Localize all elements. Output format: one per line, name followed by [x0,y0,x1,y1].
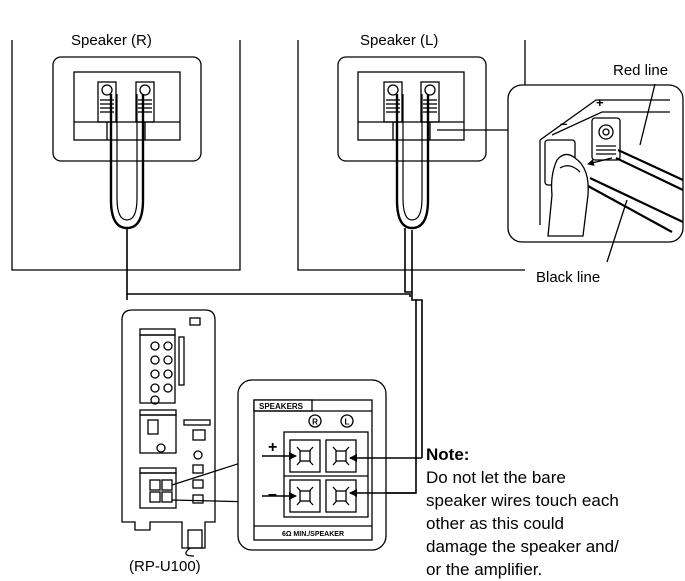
note-title: Note: [426,445,470,464]
note-line: Do not let the bare [426,468,566,487]
speaker-right [11,40,241,271]
note-line: speaker wires touch each [426,491,619,510]
panel-arrows [262,452,422,500]
note-line: damage the speaker and/ [426,537,619,556]
note-line: other as this could [426,514,564,533]
plus-mark: + [268,439,277,456]
speakers-panel [237,379,387,551]
black-line-leader [606,199,628,263]
speaker-left-label: Speaker (L) [360,32,439,49]
minus-mark: – [268,486,277,503]
note-line: or the amplifier. [426,560,543,579]
left-channel-mark: L [345,418,350,427]
red-line-label: Red line [613,62,669,79]
speaker-right-label: Speaker (R) [71,32,152,49]
terminal-closeup-inset [507,84,684,243]
inset-plus-mark: + [596,95,604,110]
inset-minus-mark: – [560,116,567,131]
right-channel-mark: R [312,418,318,427]
red-line-leader [639,83,656,146]
impedance-label: 6Ω MIN./SPEAKER [282,531,344,538]
amplifier-unit [121,309,216,557]
speakers-panel-title: SPEAKERS [259,402,304,411]
note-box: Note: Do not let the bare speaker wires … [426,443,685,581]
black-line-label: Black line [536,269,601,286]
model-label: (RP-U100) [129,558,201,575]
speaker-left [297,40,526,271]
